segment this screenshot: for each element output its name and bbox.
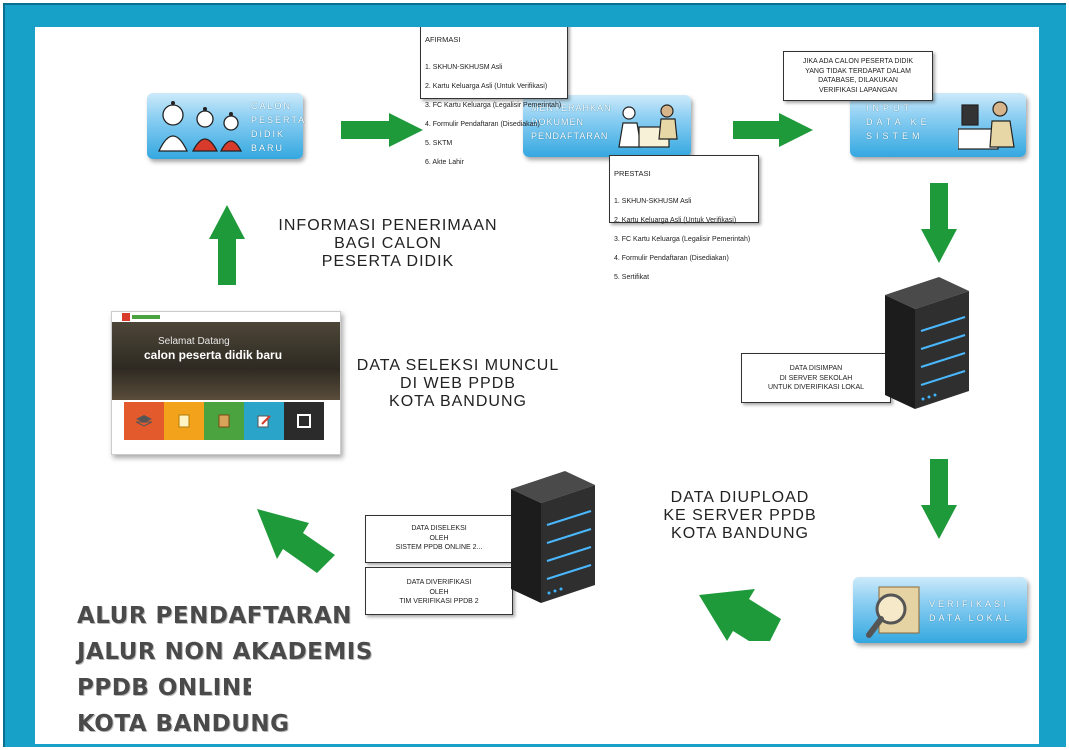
arrow-right-2 [733,113,813,147]
note-data-disimpan: DATA DISIMPAN DI SERVER SEKOLAH UNTUK DI… [741,353,891,403]
step-input-label: INPUT DATA KE SISTEM [866,103,931,141]
operator-icon [958,101,1015,150]
step-verifikasi: VERIFIKASI DATA LOKAL [853,577,1027,643]
frame: CALON PESERTA DIDIK BARU MENYERAHKAN DOK… [3,3,1066,747]
label-data-seleksi: DATA SELEKSI MUNCUL DI WEB PPDB KOTA BAN… [356,357,560,410]
web-tile [204,402,244,440]
arrow-down-2 [921,459,957,539]
arrow-diagonal-2 [257,509,335,573]
title-line-1: ALUR PENDAFTARAN [77,603,352,629]
web-ppdb-screenshot: Selamat Datang calon peserta didik baru [111,311,341,455]
web-tile [164,402,204,440]
note-afirmasi: AFIRMASI 1. SKHUN-SKHUSM Asli 2. Kartu K… [420,27,568,166]
web-tile [284,402,324,440]
logo-icon [122,313,160,321]
note-prestasi-list: 1. SKHUN-SKHUSM Asli 2. Kartu Keluarga A… [614,188,754,293]
title-line-3: PPDB ONLINE 2 [77,675,283,701]
hero-line-2: calon peserta didik baru [144,348,283,362]
list-item: 5. Sertifikat [614,274,650,281]
arrow-diagonal-1 [699,589,781,641]
list-item: 3. FC Kartu Keluarga (Legalisir Pemerint… [614,236,751,243]
note-prestasi-title: PRESTASI [614,168,651,178]
edit-icon [257,415,271,428]
hero-line-1: Selamat Datang [158,336,230,347]
note-data-diseleksi: DATA DISELEKSI OLEH SISTEM PPDB ONLINE 2… [365,515,513,563]
list-item: 4. Formulir Pendaftaran (Disediakan) [614,255,729,262]
arrow-down-1 [921,183,957,263]
web-tiles [124,402,324,440]
note-verifikasi-lapangan: JIKA ADA CALON PESERTA DIDIK YANG TIDAK … [783,51,933,101]
note-prestasi: PRESTASI 1. SKHUN-SKHUSM Asli 2. Kartu K… [609,155,759,281]
note-afirmasi-title: AFIRMASI [425,34,461,44]
step-menyerahkan: MENYERAHKAN DOKUMEN PENDAFTARAN [523,95,691,157]
document-icon [178,414,190,428]
list-item: 4. Formulir Pendaftaran (Disediakan) [425,121,540,128]
canvas: CALON PESERTA DIDIK BARU MENYERAHKAN DOK… [35,27,1039,744]
server-ppdb-icon [511,471,595,603]
arrow-right-1 [341,113,423,147]
step-calon-peserta: CALON PESERTA DIDIK BARU [147,93,307,159]
list-item: 2. Kartu Keluarga Asli (Untuk Verifikasi… [425,83,548,90]
list-item: 2. Kartu Keluarga Asli (Untuk Verifikasi… [614,217,737,224]
step-input: INPUT DATA KE SISTEM [850,93,1026,157]
redaction-box [251,673,333,701]
window-icon [297,414,311,428]
step-calon-label: CALON PESERTA DIDIK BARU [251,101,307,153]
step-menyerahkan-label: MENYERAHKAN DOKUMEN PENDAFTARAN [531,103,612,141]
notebook-icon [218,414,230,428]
web-tile [244,402,284,440]
title-line-2: JALUR NON AKADEMIS [77,639,373,665]
students-icon [157,101,243,152]
note-afirmasi-list: 1. SKHUN-SKHUSM Asli 2. Kartu Keluarga A… [425,54,563,178]
handover-icon [618,104,678,148]
list-item: 5. SKTM [425,140,453,147]
list-item: 3. FC Kartu Keluarga (Legalisir Pemerint… [425,102,562,109]
list-item: 1. SKHUN-SKHUSM Asli [425,64,503,71]
web-hero: Selamat Datang calon peserta didik baru [112,322,340,400]
magnifier-icon [866,586,920,638]
step-verifikasi-label: VERIFIKASI DATA LOKAL [929,599,1013,623]
list-item: 1. SKHUN-SKHUSM Asli [614,198,692,205]
arrow-up-1 [209,205,245,285]
layers-icon [136,415,152,427]
title-line-4: KOTA BANDUNG [77,711,290,737]
note-data-diverifikasi: DATA DIVERIFIKASI OLEH TIM VERIFIKASI PP… [365,567,513,615]
server-sekolah-icon [885,277,969,409]
label-informasi: INFORMASI PENERIMAAN BAGI CALON PESERTA … [278,217,498,270]
web-tile [124,402,164,440]
label-data-diupload: DATA DIUPLOAD KE SERVER PPDB KOTA BANDUN… [663,489,817,542]
list-item: 6. Akte Lahir [425,159,464,166]
